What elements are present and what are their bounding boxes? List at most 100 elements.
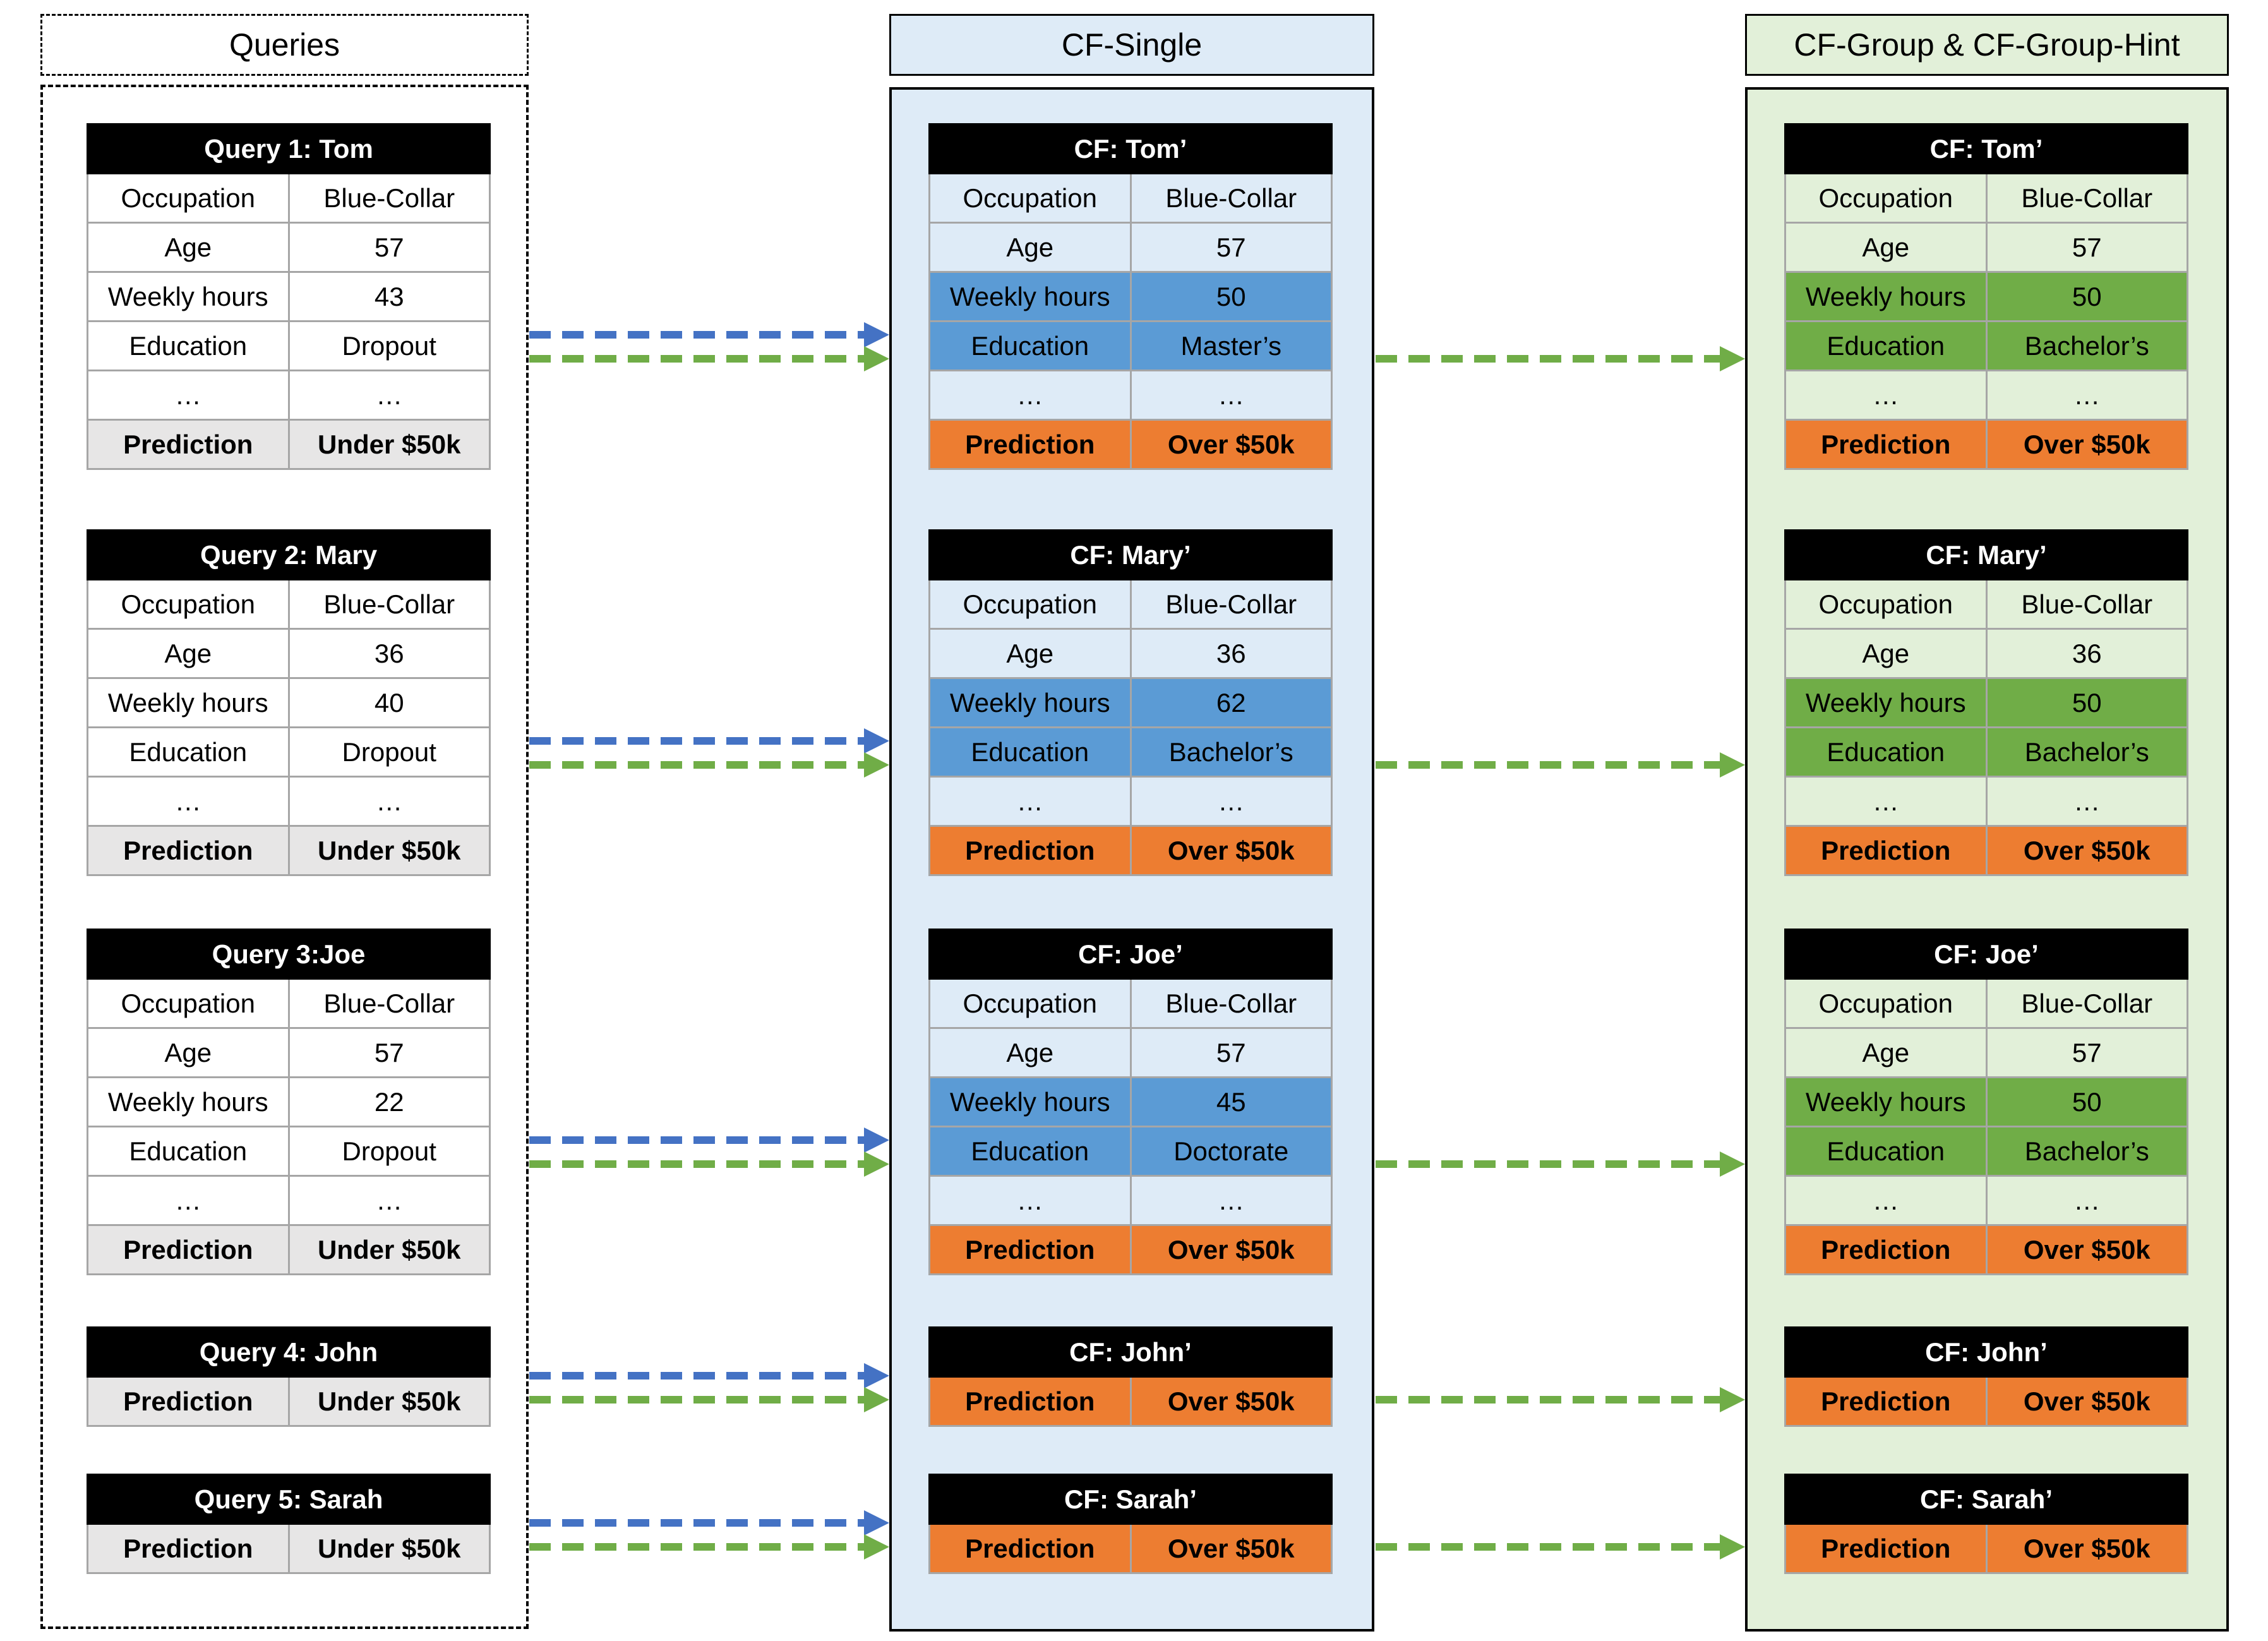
- prediction-value: Under $50k: [287, 419, 491, 470]
- feature-name: …: [87, 1175, 290, 1226]
- table-row: ……: [928, 370, 1333, 421]
- feature-value: 36: [1985, 628, 2188, 679]
- feature-name: Occupation: [928, 978, 1132, 1029]
- feature-value: Blue-Collar: [1129, 579, 1333, 630]
- feature-name: Occupation: [1784, 579, 1988, 630]
- prediction-label: Prediction: [87, 825, 290, 876]
- feature-name: Education: [87, 320, 290, 371]
- feature-name: Education: [87, 1126, 290, 1177]
- feature-name: Age: [87, 1027, 290, 1078]
- queries-container: [40, 85, 529, 1629]
- feature-name: Weekly hours: [87, 677, 290, 728]
- feature-value: Bachelor’s: [1129, 726, 1333, 778]
- feature-value: …: [287, 1175, 491, 1226]
- feature-value: …: [1985, 776, 2188, 827]
- feature-value: 50: [1129, 271, 1333, 322]
- feature-value: 45: [1129, 1076, 1333, 1127]
- feature-value: 57: [287, 222, 491, 273]
- prediction-value: Over $50k: [1985, 1376, 2188, 1427]
- feature-name: Occupation: [928, 579, 1132, 630]
- blue-arrow-2: [529, 728, 889, 754]
- table-row: ……: [928, 1175, 1333, 1226]
- feature-name: Weekly hours: [87, 1076, 290, 1127]
- cf-single-header: CF-Single: [889, 14, 1374, 76]
- feature-value: Blue-Collar: [1985, 978, 2188, 1029]
- card-title: CF: Sarah’: [928, 1474, 1333, 1525]
- prediction-label: Prediction: [87, 419, 290, 470]
- prediction-label: Prediction: [928, 1523, 1132, 1574]
- prediction-value: Under $50k: [287, 1523, 491, 1574]
- feature-value: 36: [1129, 628, 1333, 679]
- feature-value: 57: [1129, 1027, 1333, 1078]
- feature-value: 57: [287, 1027, 491, 1078]
- table-row: ……: [1784, 370, 2188, 421]
- feature-name: …: [1784, 370, 1988, 421]
- card-title: Query 2: Mary: [87, 529, 491, 580]
- feature-name: Education: [87, 726, 290, 778]
- prediction-value: Over $50k: [1129, 419, 1333, 470]
- feature-name: Occupation: [1784, 978, 1988, 1029]
- feature-value: …: [1129, 776, 1333, 827]
- card-title: Query 4: John: [87, 1326, 491, 1378]
- feature-value: 62: [1129, 677, 1333, 728]
- card-title: CF: John’: [1784, 1326, 2188, 1378]
- prediction-value: Over $50k: [1985, 1523, 2188, 1574]
- feature-value: …: [287, 776, 491, 827]
- feature-name: …: [928, 1175, 1132, 1226]
- feature-name: Weekly hours: [928, 1076, 1132, 1127]
- feature-name: Occupation: [87, 579, 290, 630]
- feature-value: …: [1985, 1175, 2188, 1226]
- feature-value: …: [1129, 370, 1333, 421]
- feature-name: …: [928, 370, 1132, 421]
- feature-name: Age: [87, 628, 290, 679]
- green-arrow-group-2: [1376, 752, 1745, 778]
- card-title: CF: Mary’: [928, 529, 1333, 580]
- card-title: Query 3:Joe: [87, 929, 491, 980]
- feature-name: Education: [1784, 320, 1988, 371]
- feature-value: Blue-Collar: [1129, 978, 1333, 1029]
- green-arrow-5: [529, 1534, 889, 1560]
- prediction-value: Under $50k: [287, 825, 491, 876]
- feature-name: Weekly hours: [1784, 271, 1988, 322]
- card-title: CF: Mary’: [1784, 529, 2188, 580]
- feature-value: Doctorate: [1129, 1126, 1333, 1177]
- prediction-label: Prediction: [928, 1224, 1132, 1275]
- prediction-value: Over $50k: [1129, 825, 1333, 876]
- table-row: ……: [1784, 1175, 2188, 1226]
- card-title: CF: Joe’: [1784, 929, 2188, 980]
- feature-name: Age: [1784, 1027, 1988, 1078]
- prediction-label: Prediction: [928, 825, 1132, 876]
- card-title: CF: Sarah’: [1784, 1474, 2188, 1525]
- blue-arrow-3: [529, 1127, 889, 1153]
- feature-value: Dropout: [287, 726, 491, 778]
